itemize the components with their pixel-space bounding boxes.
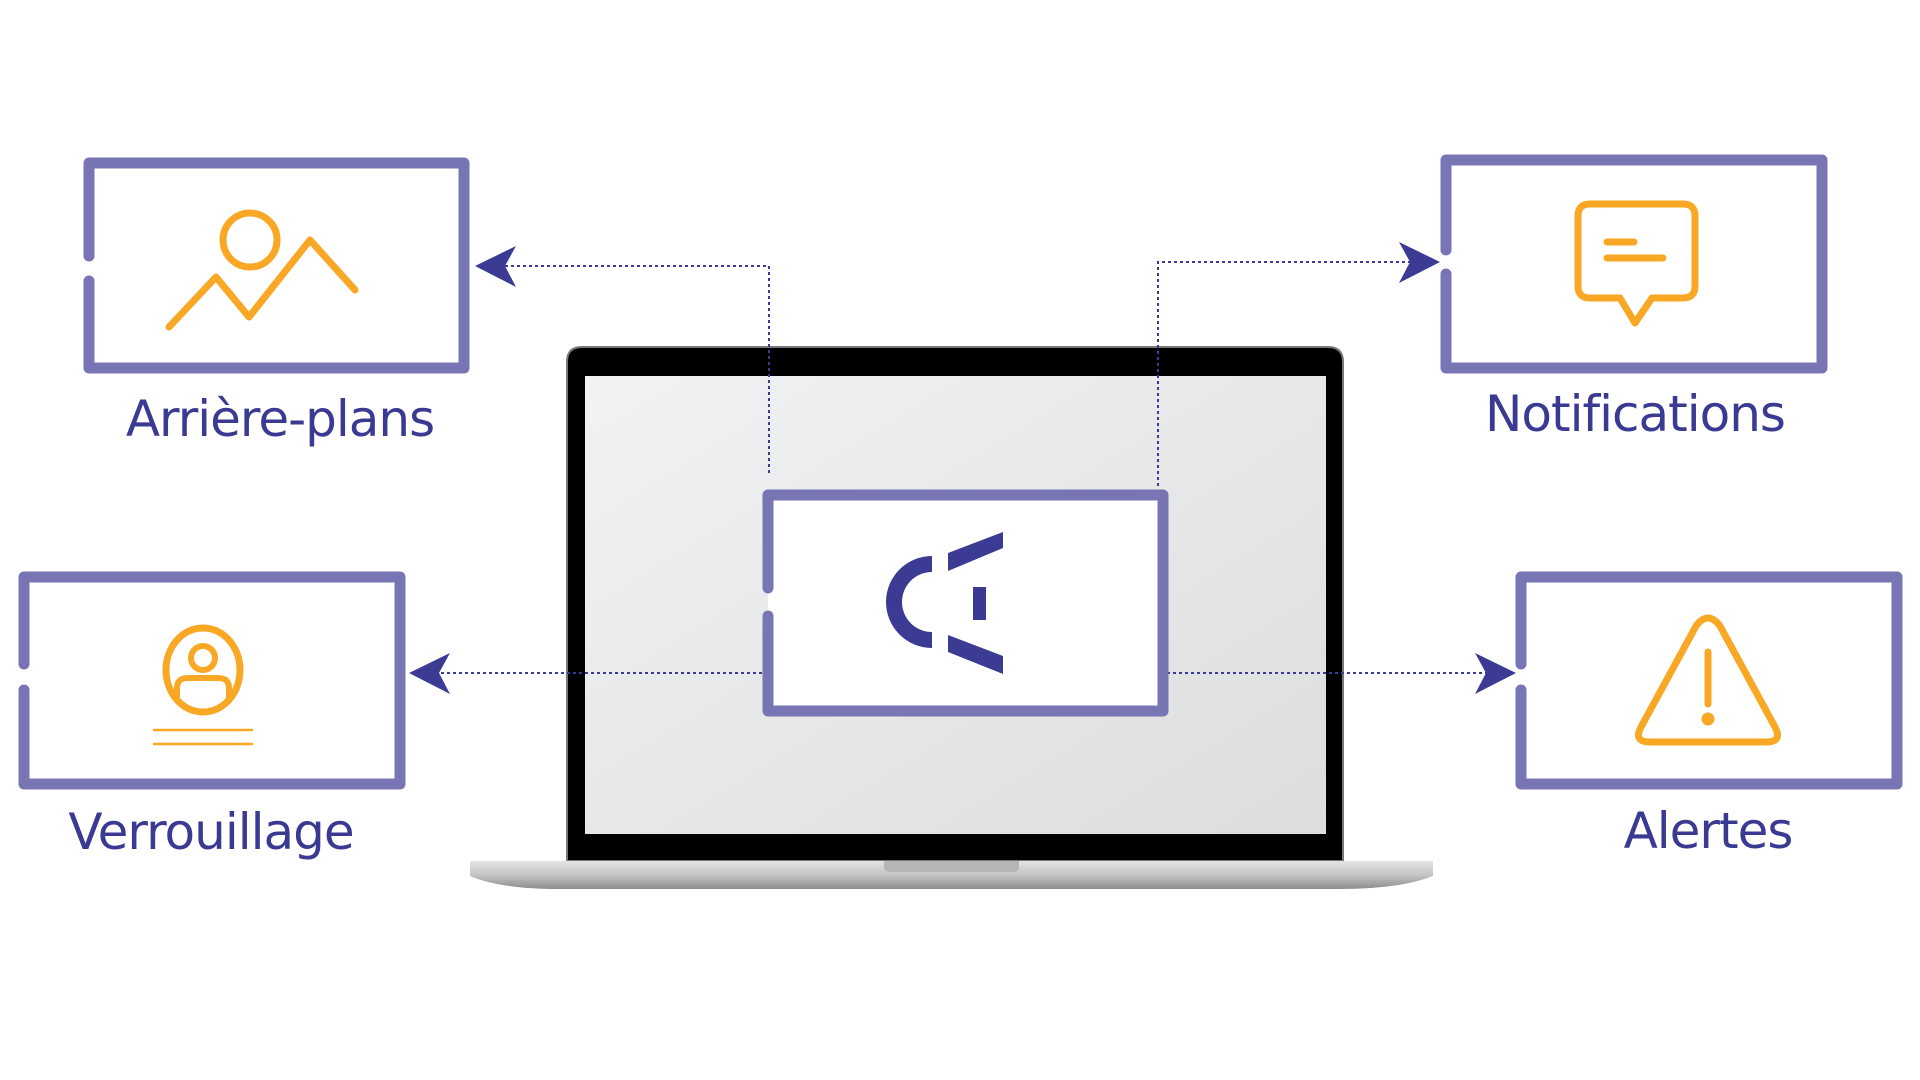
connector-backgrounds	[500, 265, 770, 473]
image-icon	[165, 209, 359, 331]
notifications-label: Notifications	[1485, 385, 1786, 443]
user-icon	[152, 624, 254, 746]
backgrounds-label: Arrière-plans	[125, 390, 435, 448]
logo-icon	[886, 532, 1003, 674]
center-frame	[762, 489, 1169, 717]
arrowheads	[409, 242, 1516, 694]
backgrounds-frame	[83, 157, 470, 374]
arrow-left-icon	[475, 246, 516, 287]
arrow-right-icon	[1475, 653, 1516, 694]
warning-icon	[1635, 614, 1781, 746]
chat-icon	[1574, 200, 1699, 327]
arrow-right-icon	[1399, 242, 1440, 283]
notifications-frame	[1440, 154, 1828, 374]
lock-label: Verrouillage	[68, 803, 354, 861]
alerts-label: Alertes	[1623, 802, 1794, 860]
connectors	[435, 261, 1490, 674]
connector-notifications	[1157, 261, 1415, 486]
arrow-left-icon	[409, 653, 450, 694]
